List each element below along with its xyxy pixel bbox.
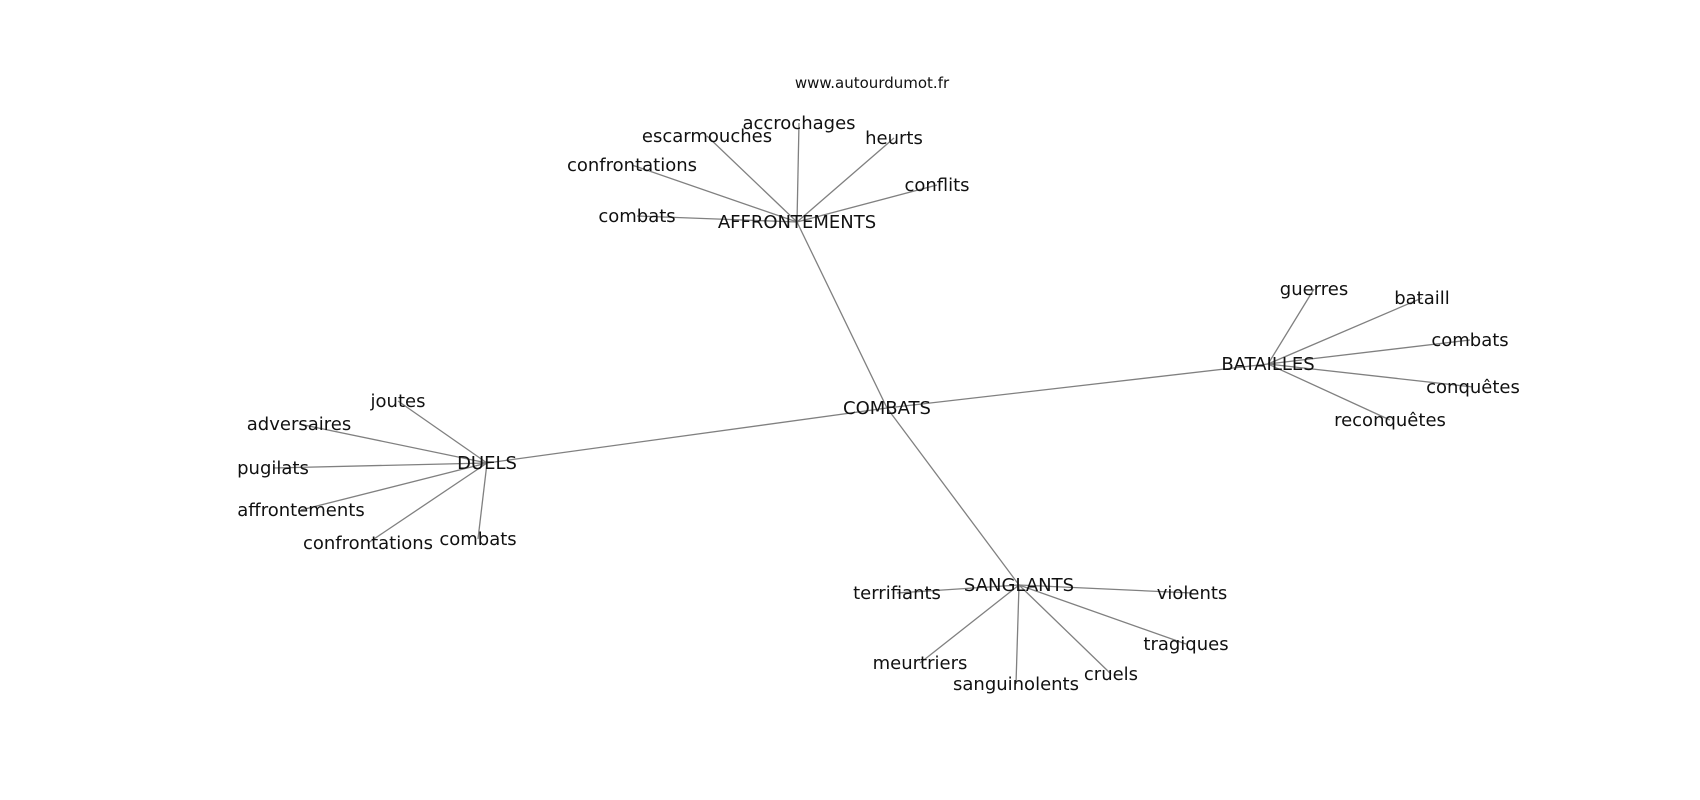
- word-node-sanglants: cruels: [1084, 664, 1138, 685]
- edge-sanglants-4: [1015, 584, 1020, 685]
- word-node-sanglants: sanguinolents: [953, 674, 1079, 695]
- word-node-affrontements: heurts: [865, 128, 923, 149]
- edge-center-affrontements: [796, 221, 888, 409]
- edge-center-sanglants: [886, 407, 1020, 586]
- word-node-batailles: conquêtes: [1426, 377, 1520, 398]
- edge-affrontements-0: [796, 122, 800, 223]
- word-node-sanglants: terrifiants: [853, 583, 941, 604]
- edge-center-batailles: [886, 363, 1269, 409]
- edge-duels-2: [272, 462, 488, 469]
- word-node-batailles: combats: [1431, 330, 1508, 351]
- edge-duels-4: [367, 462, 488, 544]
- word-node-duels: adversaires: [247, 414, 351, 435]
- source-label: www.autourdumot.fr: [795, 74, 950, 92]
- word-node-affrontements: accrochages: [742, 113, 855, 134]
- word-node-affrontements: confrontations: [567, 155, 697, 176]
- word-node-batailles: guerres: [1280, 279, 1348, 300]
- edge-affrontements-2: [796, 137, 895, 223]
- word-node-affrontements: conflits: [904, 175, 969, 196]
- edge-affrontements-5: [636, 215, 798, 223]
- hub-node-affrontements: AFFRONTEMENTS: [718, 212, 876, 233]
- edge-batailles-0: [1267, 288, 1315, 365]
- edge-sanglants-3: [919, 584, 1020, 664]
- graph-edges: [272, 122, 1474, 685]
- word-node-batailles: bataill: [1394, 288, 1450, 309]
- word-node-affrontements: combats: [598, 206, 675, 227]
- edge-duels-1: [298, 423, 488, 464]
- word-node-duels: joutes: [370, 391, 426, 412]
- edge-sanglants-5: [1018, 584, 1112, 675]
- word-node-duels: combats: [439, 529, 516, 550]
- edge-sanglants-1: [1018, 584, 1193, 594]
- edge-affrontements-4: [796, 184, 938, 223]
- hub-node-batailles: BATAILLES: [1221, 354, 1314, 375]
- word-node-sanglants: violents: [1157, 583, 1228, 604]
- edge-batailles-4: [1267, 363, 1391, 421]
- edge-duels-0: [397, 400, 488, 464]
- word-node-batailles: reconquêtes: [1334, 410, 1446, 431]
- word-node-duels: confrontations: [303, 533, 433, 554]
- edge-batailles-3: [1267, 363, 1474, 388]
- hub-node-sanglants: SANGLANTS: [964, 575, 1074, 596]
- graph-labels: COMBATS AFFRONTEMENTS accrochagesescarmouc…: [237, 113, 1520, 695]
- word-node-duels: affrontements: [237, 500, 364, 521]
- hub-node-duels: DUELS: [457, 453, 517, 474]
- edge-batailles-1: [1267, 297, 1423, 365]
- center-node-label: COMBATS: [843, 398, 931, 419]
- edge-sanglants-2: [1018, 584, 1187, 645]
- word-node-sanglants: tragiques: [1143, 634, 1228, 655]
- edge-duels-3: [300, 462, 488, 511]
- edge-affrontements-1: [706, 135, 798, 223]
- edge-batailles-2: [1267, 339, 1471, 365]
- edge-sanglants-0: [896, 584, 1020, 594]
- word-node-sanglants: meurtriers: [873, 653, 968, 674]
- edge-affrontements-3: [631, 164, 798, 223]
- edge-center-duels: [486, 407, 888, 464]
- word-node-affrontements: escarmouches: [642, 126, 772, 147]
- edge-duels-5: [477, 462, 488, 540]
- word-node-duels: pugilats: [237, 458, 309, 479]
